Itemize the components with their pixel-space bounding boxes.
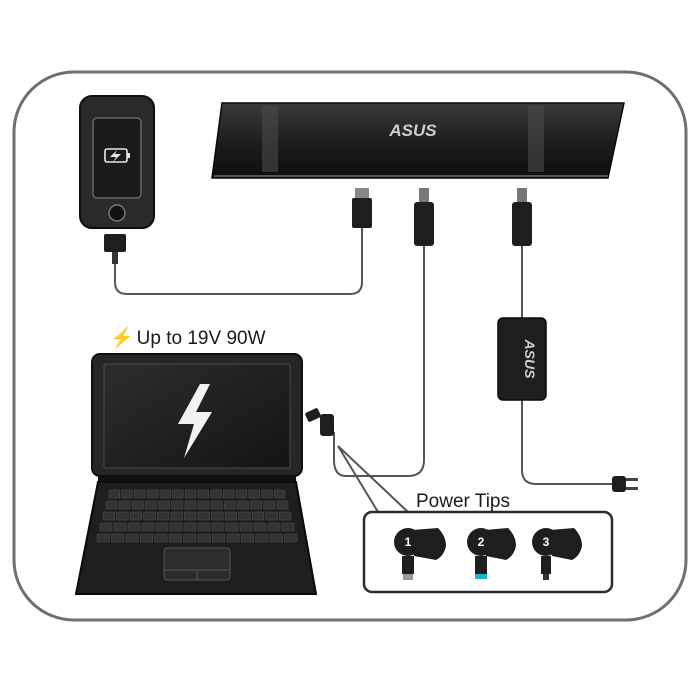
keyboard-key [158,500,171,510]
keyboard-key [111,533,125,543]
laptop-power-label: ⚡Up to 19V 90W [110,326,266,350]
keyboard-key [197,522,211,532]
adapter-brand-logo: ASUS [522,339,538,380]
keyboard-key [183,522,197,532]
usb-connector [352,188,372,228]
keyboard-key [169,522,183,532]
keyboard-key [146,489,159,499]
keyboard-key [211,511,224,521]
keyboard-key [184,500,197,510]
power-tip-2 [467,528,516,579]
keyboard-key [132,500,144,510]
laptop-keyboard [96,489,298,543]
keyboard-key [183,533,197,543]
keyboard-key [184,511,197,521]
keyboard-key [141,522,155,532]
lightning-bolt-icon: ⚡ [110,328,134,349]
keyboard-key [210,489,222,499]
keyboard-key [157,511,170,521]
keyboard-key [125,533,139,543]
keyboard-key [267,522,281,532]
keyboard-key [99,522,113,532]
keyboard-key [224,500,236,510]
keyboard-key [276,500,289,510]
keyboard-key [102,511,115,521]
dc-connector-laptop [414,188,434,246]
keyboard-key [121,489,133,499]
keyboard-key [127,522,141,532]
laptop-power-text: Up to 19V 90W [136,328,266,349]
keyboard-key [261,489,273,499]
keyboard-key [211,522,225,532]
keyboard-key [255,533,269,543]
keyboard-key [212,533,226,543]
keyboard-key [237,500,249,510]
keyboard-key [226,533,240,543]
cables [114,228,612,513]
keyboard-key [239,522,253,532]
power-tip-3 [532,528,582,580]
keyboard-key [159,489,171,499]
power-tip-1-number: 1 [404,535,412,549]
keyboard-key [140,533,154,543]
keyboard-key [172,489,184,499]
keyboard-key [170,511,183,521]
keyboard-key [154,533,168,543]
keyboard-key [145,500,157,510]
lightning-bolt-icon [178,384,212,458]
keyboard-key [265,511,278,521]
keyboard-key [171,500,184,510]
keyboard-key [143,511,156,521]
keyboard-key [241,533,255,543]
keyboard-key [168,533,182,543]
laptop-dc-plug [305,408,334,436]
keyboard-key [235,489,248,499]
keyboard-key [263,500,276,510]
keyboard-key [197,489,209,499]
keyboard-key [250,500,263,510]
keyboard-key [116,511,129,521]
keyboard-key [225,522,239,532]
keyboard-key [134,489,146,499]
keyboard-key [118,500,131,510]
power-tip-2-number: 2 [477,535,485,549]
laptop-touchpad [163,547,231,581]
keyboard-key [224,511,238,521]
keyboard-key [252,511,265,521]
power-plug-icon [612,476,638,492]
keyboard-key [269,533,283,543]
keyboard-key [210,500,223,510]
battery-charging-icon [104,148,130,163]
keyboard-key [185,489,197,499]
keyboard-key [197,533,211,543]
keyboard-key [279,511,292,521]
keyboard-key [96,533,110,543]
keyboard-key [248,489,260,499]
keyboard-key [253,522,267,532]
phone-connector [104,234,126,264]
keyboard-key [105,500,118,510]
keyboard-key [238,511,251,521]
keyboard-key [155,522,169,532]
power-tip-3-number: 3 [542,535,550,549]
dc-connector-adapter [512,188,532,246]
keyboard-key [284,533,298,543]
keyboard-key [223,489,235,499]
keyboard-key [273,489,286,499]
keyboard-key [197,511,210,521]
power-tips-title: Power Tips [416,491,510,512]
power-tip-1 [394,528,446,580]
keyboard-key [113,522,127,532]
dock-brand-logo: ASUS [388,121,437,140]
keyboard-key [281,522,295,532]
keyboard-key [129,511,143,521]
keyboard-key [197,500,210,510]
power-adapter [497,317,547,401]
keyboard-key [108,489,120,499]
docking-station [211,102,625,179]
